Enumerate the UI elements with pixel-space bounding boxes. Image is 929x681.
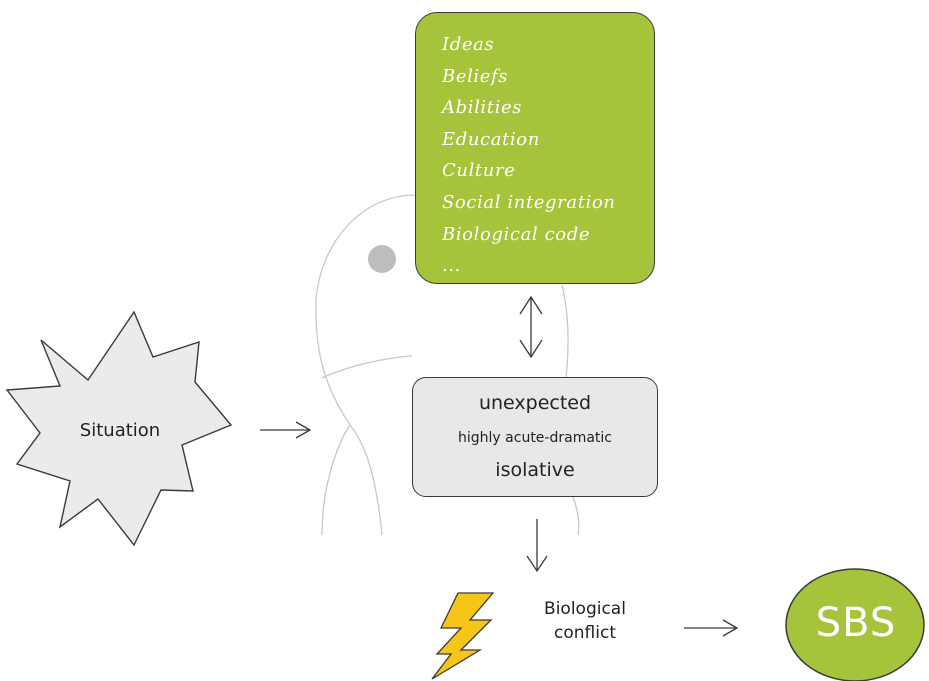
factor-item: Abilities (442, 97, 523, 119)
quality-acute-dramatic: highly acute-dramatic (458, 430, 612, 446)
factor-item: Social integration (442, 191, 616, 213)
biological-conflict-line2: conflict (554, 623, 616, 643)
factor-item: Culture (442, 160, 516, 182)
head-neck-line (349, 424, 383, 536)
lightning-bolt-icon (431, 592, 495, 680)
situation-star (5, 310, 233, 547)
factors-list: Ideas Beliefs Abilities Education Cultur… (442, 29, 654, 282)
arrow-icon (260, 421, 312, 439)
biological-conflict-label: Biological conflict (505, 597, 665, 645)
sbs-label: SBS (815, 600, 897, 646)
sbs-ellipse (785, 568, 925, 681)
factor-item: ... (442, 255, 461, 277)
factors-box: Ideas Beliefs Abilities Education Cultur… (415, 12, 655, 284)
factor-item: Ideas (442, 34, 495, 55)
factor-item: Biological code (442, 223, 591, 245)
eye-dot (368, 245, 396, 273)
factor-item: Beliefs (442, 65, 509, 87)
biological-conflict-line1: Biological (544, 599, 626, 619)
head-back-outline (561, 284, 580, 536)
head-mid-line (321, 355, 413, 379)
conflict-qualities-box: unexpected highly acute-dramatic isolati… (412, 377, 658, 497)
situation-label: Situation (79, 420, 161, 441)
quality-unexpected: unexpected (478, 392, 592, 414)
arrow-right-icon (684, 619, 739, 637)
quality-isolative: isolative (495, 459, 575, 481)
head-outline (315, 194, 416, 536)
double-arrow-icon (519, 295, 543, 359)
factor-item: Education (442, 128, 540, 150)
head-silhouette (315, 194, 580, 536)
arrow-down-icon (526, 519, 548, 573)
